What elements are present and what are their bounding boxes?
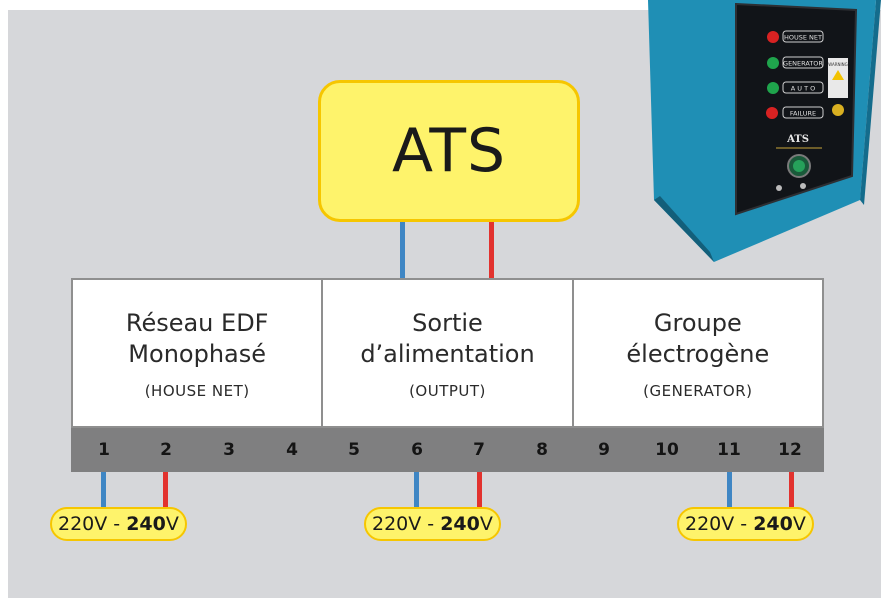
voltage-separator: - xyxy=(107,513,127,535)
terminal-number: 8 xyxy=(536,440,548,460)
terminal-number: 7 xyxy=(473,440,485,460)
voltage-low: 220V xyxy=(372,513,422,535)
brand-label: ATS xyxy=(786,134,809,145)
block-subtitle: (OUTPUT) xyxy=(409,382,486,400)
voltage-separator: - xyxy=(421,513,441,535)
terminal-6-wire xyxy=(414,472,419,509)
indicator-label: HOUSE NET xyxy=(784,34,822,42)
block-title: Sortie d’alimentation xyxy=(360,309,535,368)
connection-blocks: Réseau EDF Monophasé (HOUSE NET) Sortie … xyxy=(71,278,824,428)
ats-phase-wire xyxy=(489,222,494,278)
block-subtitle: (HOUSE NET) xyxy=(144,382,250,400)
voltage-unit: V xyxy=(479,513,493,535)
voltage-separator: - xyxy=(734,513,754,535)
voltage-high: 240 xyxy=(440,513,480,535)
voltage-unit: V xyxy=(792,513,806,535)
indicator-label: GENERATOR xyxy=(783,60,823,68)
terminal-number: 1 xyxy=(98,440,110,460)
terminal-number: 2 xyxy=(160,440,172,460)
voltage-low: 220V xyxy=(58,513,108,535)
block-output: Sortie d’alimentation (OUTPUT) xyxy=(321,280,571,426)
ats-neutral-wire xyxy=(400,222,405,278)
voltage-low: 220V xyxy=(685,513,735,535)
block-title: Réseau EDF Monophasé xyxy=(125,309,269,368)
block-title: Groupe électrogène xyxy=(626,309,770,368)
block-house-net: Réseau EDF Monophasé (HOUSE NET) xyxy=(73,280,321,426)
terminal-number: 3 xyxy=(223,440,235,460)
terminal-7-wire xyxy=(477,472,482,509)
voltage-unit: V xyxy=(165,513,179,535)
terminal-number: 6 xyxy=(411,440,423,460)
ats-controller-box: ATS xyxy=(318,80,580,222)
terminal-number: 11 xyxy=(717,440,741,460)
terminal-number: 4 xyxy=(286,440,298,460)
terminal-strip: 1 2 3 4 5 6 7 8 9 10 11 12 xyxy=(71,428,824,472)
terminal-number: 12 xyxy=(778,440,802,460)
terminal-1-wire xyxy=(101,472,106,509)
ats-cabinet-photo: HOUSE NET GENERATOR A U T O FAILURE WARN… xyxy=(648,0,881,262)
terminal-12-wire xyxy=(789,472,794,509)
block-subtitle: (GENERATOR) xyxy=(643,382,753,400)
terminal-2-wire xyxy=(163,472,168,509)
terminal-number: 10 xyxy=(655,440,679,460)
block-generator: Groupe électrogène (GENERATOR) xyxy=(571,280,822,426)
warning-label: WARNING xyxy=(828,62,848,67)
indicator-label: FAILURE xyxy=(790,110,816,118)
ats-title: ATS xyxy=(391,116,507,186)
indicator-label: A U T O xyxy=(791,85,816,93)
voltage-high: 240 xyxy=(126,513,166,535)
terminal-11-wire xyxy=(727,472,732,509)
voltage-high: 240 xyxy=(753,513,793,535)
terminal-number: 5 xyxy=(348,440,360,460)
terminal-number: 9 xyxy=(598,440,610,460)
